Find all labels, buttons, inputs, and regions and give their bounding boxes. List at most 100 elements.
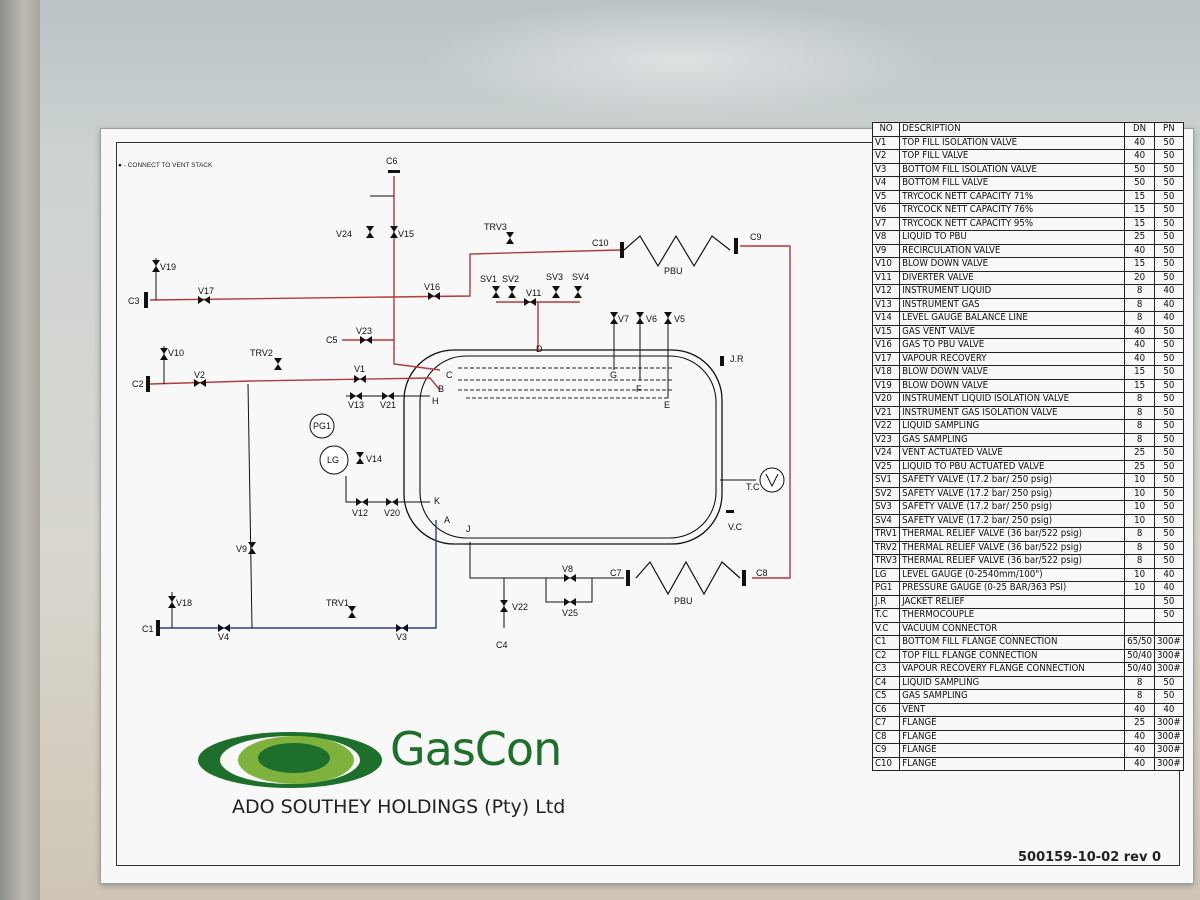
valve-v24 bbox=[366, 226, 374, 238]
legend-cell-desc: TOP FILL VALVE bbox=[899, 149, 1126, 164]
legend-cell-no: V.C bbox=[871, 621, 901, 636]
valve-trv3 bbox=[506, 232, 514, 244]
legend-cell-no: C5 bbox=[871, 689, 901, 704]
legend-cell-no: C2 bbox=[871, 648, 901, 663]
flange-c2 bbox=[146, 376, 150, 392]
nozzle-h: H bbox=[432, 396, 439, 406]
legend-cell-pn: 300# bbox=[1154, 743, 1184, 758]
label-trv2: TRV2 bbox=[250, 348, 273, 358]
legend-cell-desc: BOTTOM FILL FLANGE CONNECTION bbox=[899, 635, 1126, 650]
label-c4: C4 bbox=[496, 640, 508, 650]
legend-cell-desc: FLANGE bbox=[899, 743, 1126, 758]
legend-cell-dn: 40 bbox=[1124, 743, 1156, 758]
flange-c3 bbox=[144, 292, 148, 308]
legend-cell-pn: 300# bbox=[1154, 729, 1184, 744]
jacket-relief-device bbox=[720, 356, 724, 366]
liquid-to-pbu-line bbox=[469, 542, 624, 579]
legend-header-no: NO bbox=[871, 122, 901, 137]
legend-cell-desc: THERMOCOUPLE bbox=[899, 608, 1126, 623]
valve-trv2 bbox=[274, 358, 282, 370]
legend-cell-no: V18 bbox=[871, 365, 901, 380]
valve-v12 bbox=[356, 498, 368, 506]
legend-cell-desc: LEVEL GAUGE BALANCE LINE bbox=[899, 311, 1126, 326]
legend-cell-dn: 40 bbox=[1124, 324, 1156, 339]
legend-cell-dn: 15 bbox=[1124, 189, 1156, 204]
legend-cell-desc: THERMAL RELIEF VALVE (36 bar/522 psig) bbox=[899, 527, 1126, 542]
legend-cell-dn: 15 bbox=[1124, 378, 1156, 393]
legend-cell-dn: 40 bbox=[1124, 149, 1156, 164]
legend-cell-no: TRV1 bbox=[871, 527, 901, 542]
legend-cell-dn: 15 bbox=[1124, 203, 1156, 218]
legend-cell-desc: LEVEL GAUGE (0-2540mm/100") bbox=[899, 567, 1126, 582]
vessel-inner-tank bbox=[419, 355, 717, 539]
legend-cell-desc: THERMAL RELIEF VALVE (36 bar/522 psig) bbox=[899, 540, 1126, 555]
label-c5: C5 bbox=[326, 335, 338, 345]
legend-cell-dn: 8 bbox=[1124, 297, 1156, 312]
legend-cell-pn: 300# bbox=[1154, 756, 1184, 771]
valve-v2 bbox=[194, 379, 206, 387]
label-v11: V11 bbox=[526, 288, 541, 298]
legend-cell-no: V11 bbox=[871, 270, 901, 285]
label-v8: V8 bbox=[562, 564, 573, 574]
legend-cell-pn: 40 bbox=[1154, 284, 1184, 299]
legend-cell-dn: 8 bbox=[1124, 419, 1156, 434]
legend-cell-no: V22 bbox=[871, 419, 901, 434]
legend-cell-pn: 50 bbox=[1154, 203, 1184, 218]
legend-cell-no: TRV3 bbox=[871, 554, 901, 569]
legend-cell-pn: 50 bbox=[1154, 594, 1184, 609]
company-name: ADO SOUTHEY HOLDINGS (Pty) Ltd bbox=[232, 796, 566, 818]
valve-v19 bbox=[152, 260, 160, 272]
label-v6: V6 bbox=[646, 314, 657, 324]
legend-cell-no: V4 bbox=[871, 176, 901, 191]
label-v20: V20 bbox=[384, 508, 400, 518]
legend-cell-dn: 8 bbox=[1124, 554, 1156, 569]
label-v22: V22 bbox=[512, 602, 528, 612]
label-v17: V17 bbox=[198, 286, 214, 296]
vessel-outer-jacket bbox=[403, 349, 723, 545]
valve-v1 bbox=[354, 375, 366, 383]
flange-c6 bbox=[388, 170, 400, 173]
legend-header-pn: PN bbox=[1154, 122, 1184, 137]
nozzle-b: B bbox=[438, 384, 444, 394]
legend-cell-desc: PRESSURE GAUGE (0-25 BAR/363 PSI) bbox=[899, 581, 1126, 596]
legend-cell-dn bbox=[1124, 608, 1156, 623]
valve-v8 bbox=[564, 574, 576, 582]
legend-cell-desc: INSTRUMENT LIQUID bbox=[899, 284, 1126, 299]
label-c8: C8 bbox=[756, 568, 768, 578]
label-trv3: TRV3 bbox=[484, 222, 507, 232]
valve-trv1 bbox=[348, 606, 356, 618]
gascon-logo bbox=[198, 732, 382, 788]
legend-cell-no: C9 bbox=[871, 743, 901, 758]
valve-v17 bbox=[198, 296, 210, 304]
legend-cell-desc: LIQUID TO PBU bbox=[899, 230, 1126, 245]
label-sv3: SV3 bbox=[546, 272, 563, 282]
legend-cell-dn: 8 bbox=[1124, 432, 1156, 447]
legend-cell-desc: BLOW DOWN VALVE bbox=[899, 365, 1126, 380]
legend-cell-pn: 300# bbox=[1154, 648, 1184, 663]
label-v9: V9 bbox=[236, 544, 247, 554]
valve-v9 bbox=[248, 542, 256, 554]
legend-cell-dn: 40 bbox=[1124, 702, 1156, 717]
legend-cell-desc: GAS VENT VALVE bbox=[899, 324, 1126, 339]
label-trv1: TRV1 bbox=[326, 598, 349, 608]
legend-cell-no: V21 bbox=[871, 405, 901, 420]
legend-cell-no: V9 bbox=[871, 243, 901, 258]
legend-cell-desc: FLANGE bbox=[899, 756, 1126, 771]
legend-cell-desc: GAS TO PBU VALVE bbox=[899, 338, 1126, 353]
label-v19: V19 bbox=[160, 262, 176, 272]
legend-cell-pn: 50 bbox=[1154, 135, 1184, 150]
flange-c8 bbox=[742, 570, 746, 586]
valve-v3 bbox=[396, 624, 408, 632]
